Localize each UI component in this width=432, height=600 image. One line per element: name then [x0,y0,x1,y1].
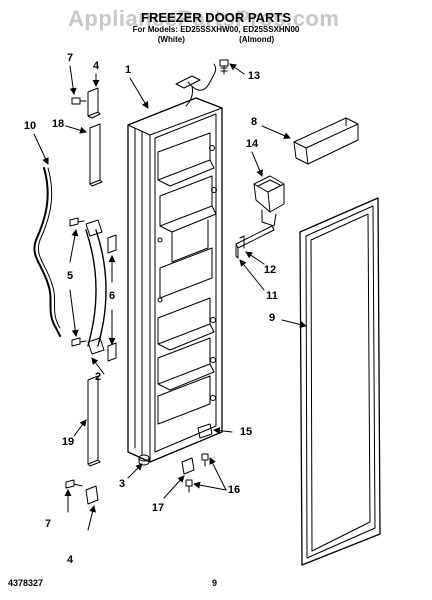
callout-13: 13 [247,70,261,82]
door-gasket [299,197,381,566]
callout-4-top: 4 [92,60,100,72]
callout-17: 17 [151,502,165,514]
variant-almond: (Almond) [239,35,275,44]
callout-2: 2 [94,371,102,383]
callout-leaders [33,63,307,531]
callout-12: 12 [263,264,277,276]
door-bins [157,132,217,425]
callout-15: 15 [239,426,253,438]
callout-4-bottom: 4 [66,554,74,566]
variant-white: (White) [157,35,185,44]
callout-8: 8 [250,116,258,128]
dispenser-chute [253,175,285,227]
callout-16: 16 [227,484,241,496]
shelf-bin [293,117,359,165]
callout-14: 14 [245,138,259,150]
freezer-door [127,63,223,463]
bottom-handle-hardware [65,375,101,505]
callout-7-top: 7 [66,52,74,64]
diagram-variants: (White) (Almond) [0,35,432,44]
hinge-hardware [138,423,213,493]
diagram-subtitle: For Models: ED25SSXHW00, ED25SSXHN00 [132,25,300,34]
callout-3: 3 [118,478,126,490]
page-number: 9 [212,578,218,588]
handle-trim-strip [33,167,61,337]
top-handle-hardware [71,87,103,187]
callout-7-bottom: 7 [44,518,52,530]
watermark: AppliancePartsPros.com [68,6,340,31]
trim-strip [235,225,275,259]
callout-19: 19 [61,436,75,448]
document-number: 4378327 [8,578,44,588]
callout-10: 10 [23,120,37,132]
callout-9: 9 [268,312,276,324]
wire-harness-screw [219,59,229,75]
callout-18: 18 [51,118,65,130]
callout-6: 6 [108,290,116,302]
callout-11: 11 [266,290,278,302]
callout-1: 1 [124,64,132,76]
callout-5: 5 [66,270,74,282]
diagram-title: FREEZER DOOR PARTS [141,10,291,25]
